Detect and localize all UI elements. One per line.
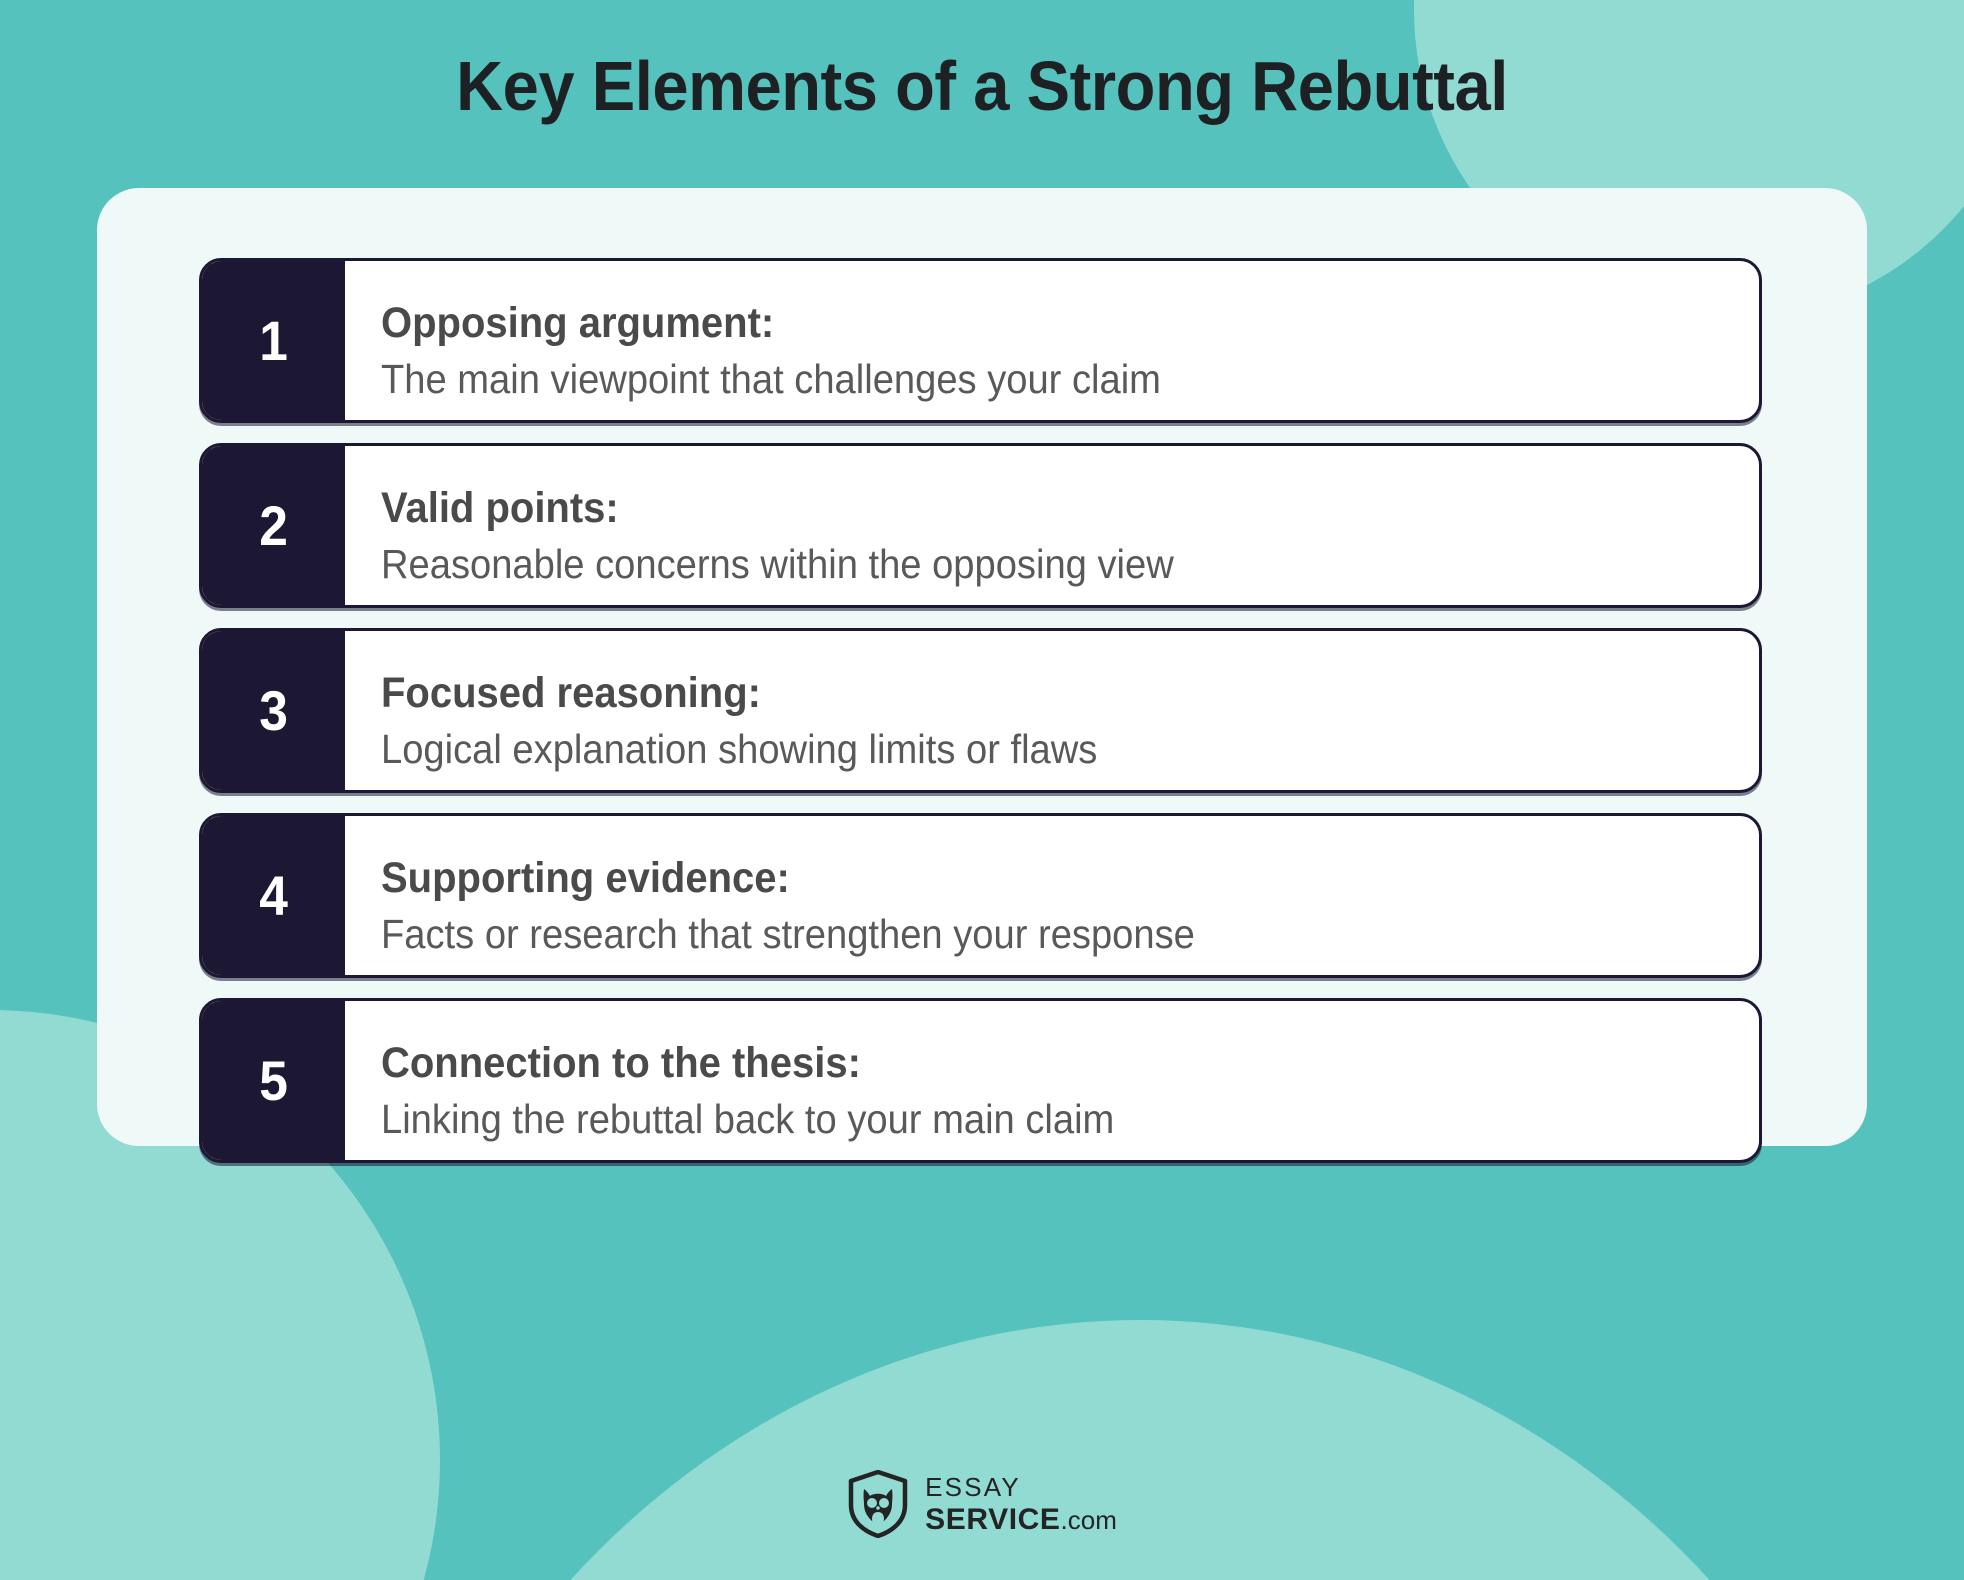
item-description: Reasonable concerns within the opposing … bbox=[381, 541, 1174, 588]
brand-text: ESSAY SERVICE.com bbox=[925, 1474, 1117, 1535]
list-item: 5 Connection to the thesis: Linking the re… bbox=[199, 998, 1762, 1163]
list-item: 4 Supporting evidence: Facts or research t… bbox=[199, 813, 1762, 978]
elements-list: 1 Opposing argument: The main viewpoint th… bbox=[97, 258, 1867, 1163]
item-number-badge: 5 bbox=[202, 1001, 345, 1160]
item-title: Connection to the thesis: bbox=[381, 1038, 861, 1087]
page-title: Key Elements of a Strong Rebuttal bbox=[456, 47, 1508, 125]
brand-line2: SERVICE.com bbox=[925, 1502, 1117, 1536]
item-number-badge: 4 bbox=[202, 816, 345, 975]
footer-logo: ESSAY SERVICE.com bbox=[0, 1470, 1964, 1538]
item-title: Valid points: bbox=[381, 483, 619, 532]
list-item: 3 Focused reasoning: Logical explanation s… bbox=[199, 628, 1762, 793]
item-body: Focused reasoning: Logical explanation sh… bbox=[345, 631, 1759, 790]
item-number: 3 bbox=[259, 679, 288, 742]
item-number: 2 bbox=[259, 494, 288, 557]
item-body: Valid points: Reasonable concerns within … bbox=[345, 446, 1759, 605]
item-number: 4 bbox=[259, 864, 288, 927]
item-title: Opposing argument: bbox=[381, 298, 775, 347]
item-body: Connection to the thesis: Linking the reb… bbox=[345, 1001, 1759, 1160]
item-description: Logical explanation showing limits or fl… bbox=[381, 726, 1098, 773]
item-number: 5 bbox=[259, 1049, 288, 1112]
brand-service: SERVICE bbox=[925, 1502, 1061, 1536]
blob-bottom-wide bbox=[330, 1320, 1950, 1580]
list-item: 2 Valid points: Reasonable concerns within… bbox=[199, 443, 1762, 608]
brand-line1: ESSAY bbox=[925, 1471, 1021, 1502]
item-body: Opposing argument: The main viewpoint tha… bbox=[345, 261, 1759, 420]
item-number-badge: 2 bbox=[202, 446, 345, 605]
content-panel: 1 Opposing argument: The main viewpoint th… bbox=[97, 188, 1867, 1163]
item-title: Focused reasoning: bbox=[381, 668, 761, 717]
item-body: Supporting evidence: Facts or research th… bbox=[345, 816, 1759, 975]
item-number: 1 bbox=[259, 309, 288, 372]
item-description: Linking the rebuttal back to your main c… bbox=[381, 1096, 1115, 1143]
item-number-badge: 3 bbox=[202, 631, 345, 790]
owl-shield-icon bbox=[847, 1470, 909, 1538]
brand-dotcom: .com bbox=[1060, 1504, 1117, 1535]
item-title: Supporting evidence: bbox=[381, 853, 790, 902]
item-description: Facts or research that strengthen your r… bbox=[381, 911, 1195, 958]
item-number-badge: 1 bbox=[202, 261, 345, 420]
list-item: 1 Opposing argument: The main viewpoint th… bbox=[199, 258, 1762, 423]
item-description: The main viewpoint that challenges your … bbox=[381, 356, 1161, 403]
